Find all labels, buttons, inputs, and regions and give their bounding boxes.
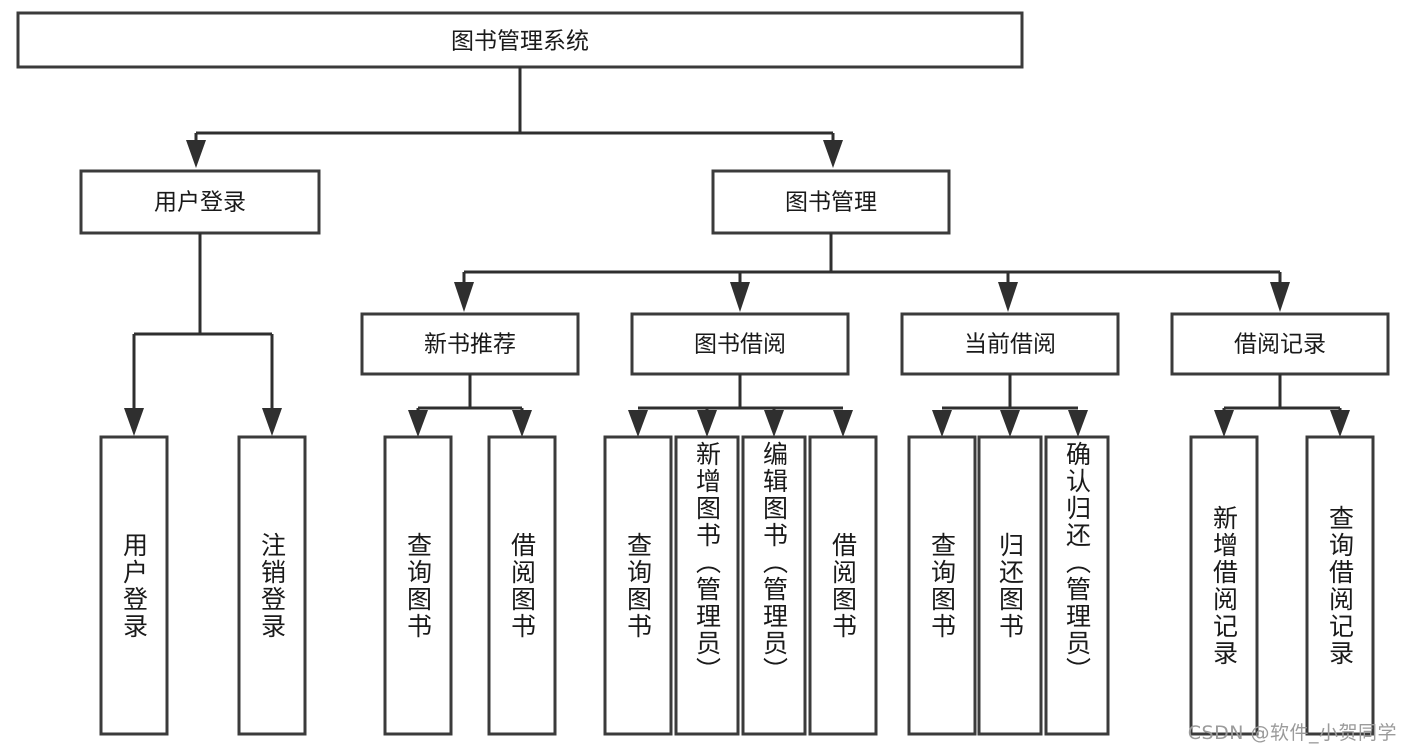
- book-borrow-label: 图书借阅: [694, 332, 786, 358]
- arrow-cb-leaf-3-icon: [1068, 410, 1088, 437]
- arrow-root-to-login-icon: [186, 140, 206, 168]
- node-new-book-recommend[interactable]: 新书推荐: [360, 312, 580, 376]
- user-login-label: 用户登录: [154, 190, 246, 216]
- arrow-cb-leaf-1-icon: [932, 410, 952, 437]
- current-borrow-label: 当前借阅: [964, 332, 1056, 358]
- leaf-box-4[interactable]: [603, 435, 673, 736]
- book-borrow-box[interactable]: [630, 312, 850, 376]
- leaf-box-7[interactable]: [808, 435, 878, 736]
- leaf-box-5[interactable]: [674, 435, 740, 736]
- arrow-br-leaf-1-icon: [1214, 410, 1234, 437]
- arrow-login-leaf-1-icon: [124, 408, 144, 436]
- arrow-to-borrow-record-icon: [1270, 282, 1290, 312]
- root-label: 图书管理系统: [451, 29, 589, 55]
- arrow-to-book-borrow-icon: [730, 282, 750, 312]
- new-book-recommend-label: 新书推荐: [424, 332, 516, 358]
- node-current-borrow[interactable]: 当前借阅: [900, 312, 1120, 376]
- leaf-box-3[interactable]: [487, 435, 557, 736]
- arrow-bb-leaf-3-icon: [764, 410, 784, 437]
- leaf-box-0[interactable]: [99, 435, 169, 736]
- node-borrow-record[interactable]: 借阅记录: [1170, 312, 1390, 376]
- book-management-label: 图书管理: [785, 190, 877, 216]
- new-book-recommend-box[interactable]: [360, 312, 580, 376]
- arrow-to-current-borrow-icon: [998, 282, 1018, 312]
- arrow-bb-leaf-4-icon: [833, 410, 853, 437]
- root-box[interactable]: [16, 11, 1024, 69]
- leaf-box-12[interactable]: [1305, 435, 1375, 736]
- leaf-box-6[interactable]: [741, 435, 807, 736]
- borrow-record-box[interactable]: [1170, 312, 1390, 376]
- node-book-management[interactable]: 图书管理: [711, 169, 951, 235]
- arrow-login-leaf-2-icon: [262, 408, 282, 436]
- borrow-record-label: 借阅记录: [1234, 332, 1326, 358]
- leaf-box-11[interactable]: [1189, 435, 1259, 736]
- arrow-nbr-leaf-2-icon: [512, 410, 532, 437]
- arrow-br-leaf-2-icon: [1330, 410, 1350, 437]
- arrow-bb-leaf-1-icon: [628, 410, 648, 437]
- arrow-root-to-books-icon: [823, 140, 843, 168]
- current-borrow-box[interactable]: [900, 312, 1120, 376]
- node-user-login[interactable]: 用户登录: [79, 169, 321, 235]
- leaf-box-9[interactable]: [977, 435, 1043, 736]
- arrow-nbr-leaf-1-icon: [408, 410, 428, 437]
- arrow-to-new-book-rec-icon: [454, 282, 474, 312]
- node-book-borrow[interactable]: 图书借阅: [630, 312, 850, 376]
- node-root[interactable]: 图书管理系统: [16, 11, 1024, 69]
- book-management-box[interactable]: [711, 169, 951, 235]
- arrow-bb-leaf-2-icon: [697, 410, 717, 437]
- leaf-box-8[interactable]: [907, 435, 977, 736]
- leaf-box-2[interactable]: [383, 435, 453, 736]
- watermark-text: CSDN @软件_小贺同学: [1187, 722, 1397, 744]
- arrow-cb-leaf-2-icon: [1000, 410, 1020, 437]
- leaf-box-10[interactable]: [1044, 435, 1110, 736]
- leaf-box-1[interactable]: [237, 435, 307, 736]
